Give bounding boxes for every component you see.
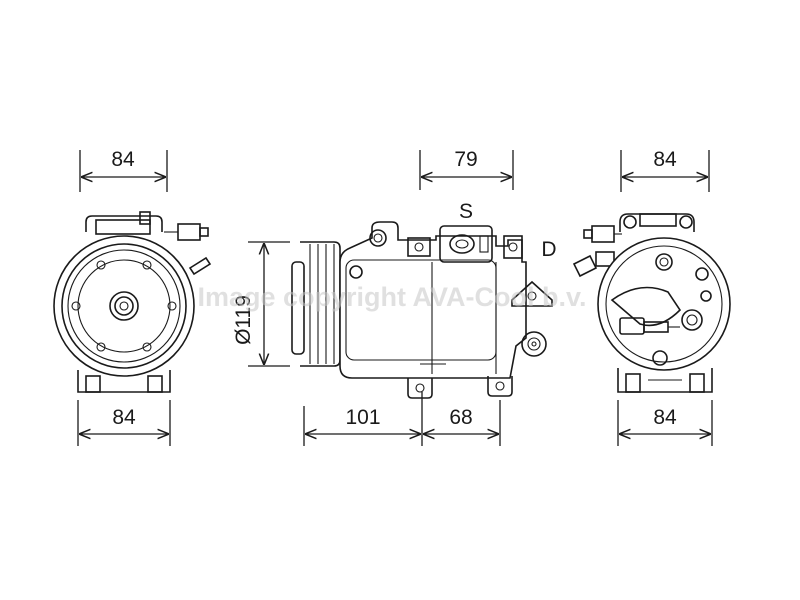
side-top-dimension: 79 (419, 148, 514, 190)
rear-bottom-dimension: 84 (617, 400, 713, 446)
side-bottom-dimensions: 101 68 (303, 392, 501, 446)
front-bottom-dimension-label: 84 (112, 406, 136, 429)
side-front-length-label: 101 (345, 406, 380, 429)
front-top-dimension: 84 (79, 148, 168, 192)
side-diameter-dimension-label: Ø119 (232, 295, 255, 345)
rear-view: 84 (572, 148, 731, 446)
side-view: Ø119 79 S D (232, 148, 557, 446)
discharge-port-label: D (541, 238, 556, 261)
suction-port-label: S (459, 200, 473, 223)
side-diameter-dimension: Ø119 (232, 241, 290, 367)
side-rear-length-label: 68 (449, 406, 472, 429)
rear-top-dimension-label: 84 (653, 148, 677, 171)
side-top-dimension-label: 79 (454, 148, 477, 171)
copyright-watermark: Image copyright AVA-Cool b.v. (197, 282, 586, 312)
rear-bottom-dimension-label: 84 (653, 406, 677, 429)
rear-top-dimension: 84 (620, 148, 710, 192)
front-top-dimension-label: 84 (111, 148, 135, 171)
front-view: 84 8 (53, 148, 212, 446)
front-bottom-dimension: 84 (77, 400, 171, 446)
